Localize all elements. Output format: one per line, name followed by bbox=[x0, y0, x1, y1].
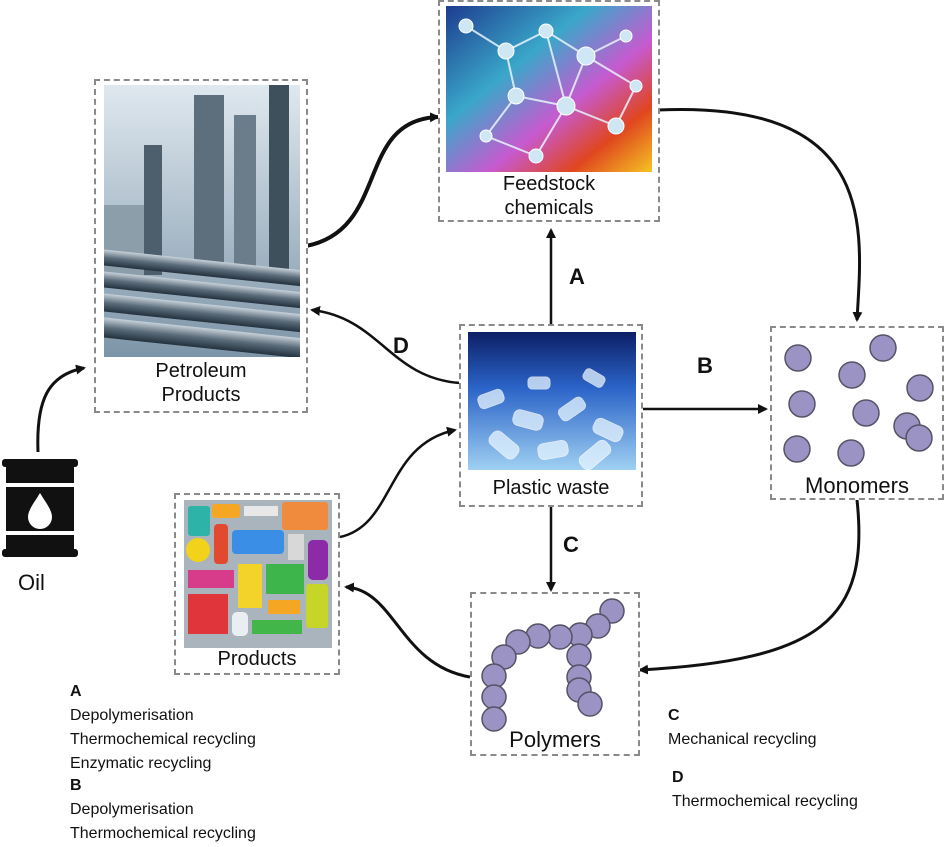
edge-letter-d: D bbox=[393, 333, 409, 358]
legend-a-item: Depolymerisation bbox=[70, 707, 194, 724]
legend-c: C Mechanical recycling bbox=[668, 704, 817, 752]
circle-molecule-icon bbox=[837, 439, 865, 467]
node-petroleum-products: Petroleum Products bbox=[94, 79, 308, 413]
legend-d: D Thermochemical recycling bbox=[672, 766, 858, 814]
edge-letter-a: A bbox=[569, 264, 585, 289]
legend-d-item: Thermochemical recycling bbox=[672, 793, 858, 810]
node-polymers: Polymers bbox=[470, 592, 640, 756]
node-feedstock-chemicals: Feedstock chemicals bbox=[438, 0, 660, 222]
oil-barrel-icon bbox=[2, 455, 78, 561]
molecular-network-image bbox=[446, 6, 652, 172]
circle-molecule-icon bbox=[788, 390, 816, 418]
arrow-monomers-to-polymers bbox=[638, 499, 861, 675]
legend-d-letter: D bbox=[672, 769, 684, 786]
arrow-polymers-to-products bbox=[344, 582, 471, 679]
arrow-oil-to-petroleum bbox=[36, 364, 86, 453]
arrow-petroleum-to-feedstock bbox=[305, 112, 440, 248]
legend-a-item: Thermochemical recycling bbox=[70, 731, 256, 748]
circle-molecule-icon bbox=[783, 435, 811, 463]
legend-b-item: Thermochemical recycling bbox=[70, 825, 256, 842]
products-label: Products bbox=[217, 648, 297, 670]
circle-molecule-icon bbox=[905, 424, 933, 452]
circle-molecule-icon bbox=[906, 374, 934, 402]
node-products: Products bbox=[174, 493, 340, 675]
legend-c-item: Mechanical recycling bbox=[668, 731, 817, 748]
legend-a-letter: A bbox=[70, 683, 82, 700]
legend-b: B Depolymerisation Thermochemical recycl… bbox=[70, 774, 256, 846]
circle-molecule-icon bbox=[838, 361, 866, 389]
edge-letter-b: B bbox=[697, 353, 713, 378]
arrow-d bbox=[310, 305, 461, 385]
edge-letter-c: C bbox=[563, 532, 579, 557]
refinery-image bbox=[104, 85, 300, 357]
feedstock-label: Feedstock chemicals bbox=[502, 173, 596, 219]
circle-molecule-icon bbox=[852, 399, 880, 427]
legend-c-letter: C bbox=[668, 707, 680, 724]
plastic-products-image bbox=[184, 500, 332, 648]
node-plastic-waste: Plastic waste bbox=[459, 324, 643, 507]
monomer-circles bbox=[783, 334, 934, 467]
circle-molecule-icon bbox=[869, 334, 897, 362]
polymer-chain bbox=[481, 598, 625, 732]
circle-molecule-icon bbox=[784, 344, 812, 372]
oil-label: Oil bbox=[18, 570, 45, 595]
legend-a: A Depolymerisation Thermochemical recycl… bbox=[70, 680, 256, 776]
legend-b-letter: B bbox=[70, 777, 82, 794]
plastic-bottles-image bbox=[468, 332, 636, 470]
monomers-label: Monomers bbox=[805, 473, 909, 498]
legend-a-item: Enzymatic recycling bbox=[70, 755, 212, 772]
petroleum-label: Petroleum Products bbox=[155, 360, 247, 406]
plastic-waste-label: Plastic waste bbox=[492, 477, 610, 499]
arrow-feedstock-to-monomers bbox=[657, 107, 863, 322]
polymers-label: Polymers bbox=[509, 727, 601, 752]
legend-b-item: Depolymerisation bbox=[70, 801, 194, 818]
arrow-products-to-waste bbox=[339, 426, 457, 539]
node-monomers: Monomers bbox=[770, 326, 944, 500]
